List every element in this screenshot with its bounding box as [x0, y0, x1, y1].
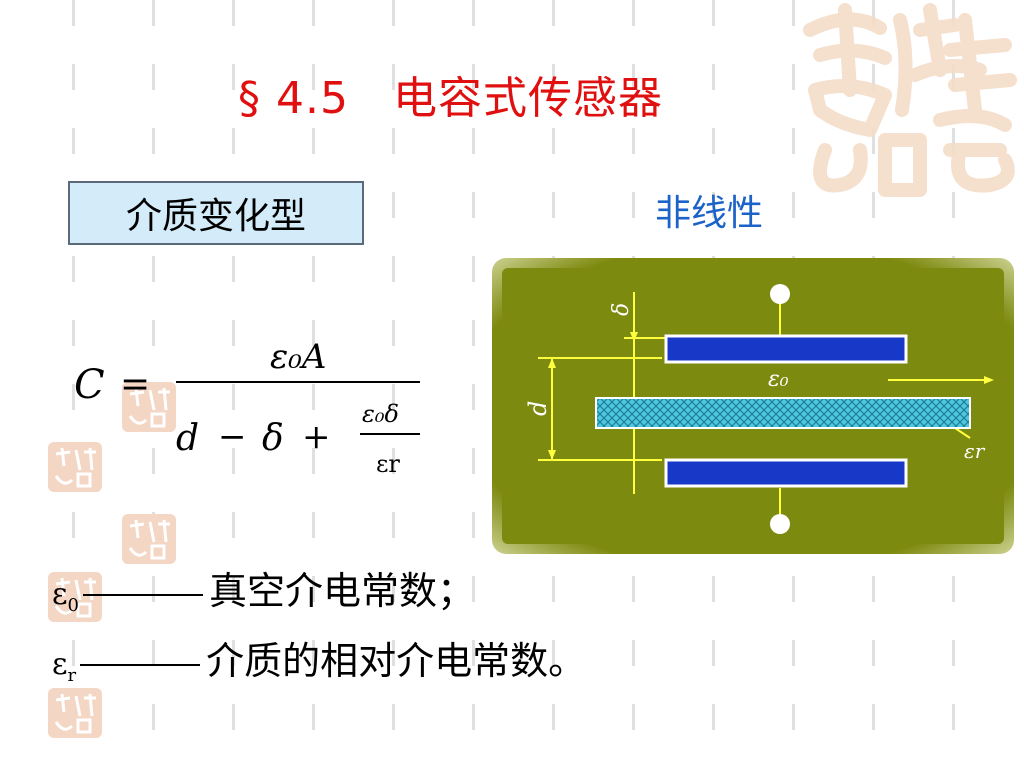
type-label-box: 介质变化型 [68, 181, 364, 245]
decorative-seal-small [48, 442, 102, 492]
decorative-seal-logo [803, 3, 1017, 197]
formula-lhs: C [74, 362, 105, 408]
diagram-label-d: d [524, 401, 552, 416]
decorative-seal-small [48, 572, 102, 622]
dielectric-slab [595, 397, 971, 429]
definition-dash [83, 593, 203, 596]
formula-minus: − [218, 417, 247, 457]
formula-numerator: ε₀A [270, 337, 326, 377]
capacitance-formula: C = ε₀A d − δ + ε₀δ εr [74, 337, 420, 478]
diagram-label-epsr: εr [964, 439, 986, 463]
formula-den-delta: δ [262, 418, 284, 459]
formula-equals: = [120, 364, 150, 405]
decorative-seal-small [122, 514, 176, 564]
decorative-seal-small [48, 688, 102, 738]
bottom-plate [664, 458, 908, 488]
diagram-label-delta: δ [609, 303, 634, 316]
top-plate [664, 334, 908, 364]
definition-text: 介质的相对介电常数。 [206, 639, 587, 683]
diagram-label-eps0: ε₀ [768, 367, 789, 392]
top-terminal [770, 284, 790, 304]
formula-inner-denominator: εr [376, 450, 400, 478]
definition-eps0: ε0 真空介电常数； [52, 560, 475, 616]
title-section-number: § 4.5 [238, 73, 349, 124]
definition-epsr: εr 介质的相对介电常数。 [52, 630, 586, 686]
formula-den-d: d [176, 418, 199, 459]
capacitor-diagram: δ d ε₀ εr [492, 258, 1014, 554]
definition-dash [80, 663, 201, 666]
formula-plus: + [302, 417, 331, 457]
formula-inner-numerator: ε₀δ [362, 400, 399, 428]
title-text: 电容式传感器 [392, 73, 663, 124]
definition-symbol: εr [52, 647, 77, 686]
bottom-terminal [770, 514, 790, 534]
definition-text: 真空介电常数； [209, 569, 476, 613]
definition-symbol: ε0 [52, 577, 79, 616]
decorative-seal-small [122, 382, 176, 432]
nonlinear-label: 非线性 [655, 193, 764, 234]
slide-title: § 4.5 电容式传感器 [238, 62, 663, 132]
type-label: 介质变化型 [125, 196, 306, 237]
